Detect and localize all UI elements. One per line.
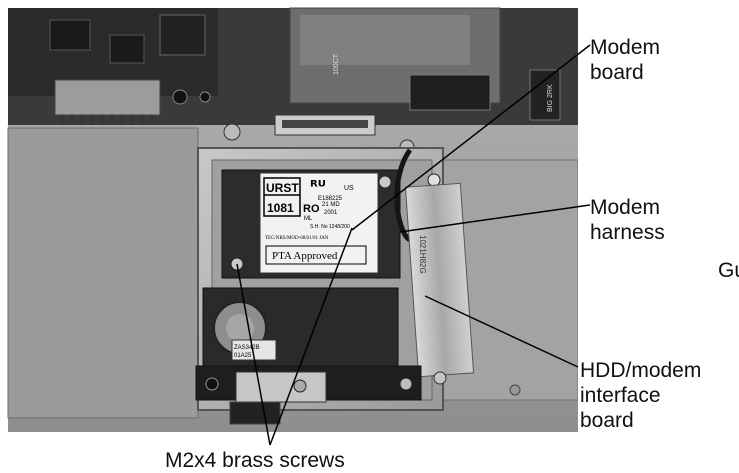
us-text: US (344, 185, 354, 192)
year-text: 2001 (324, 210, 338, 216)
chip-right (529, 69, 561, 121)
harness-connector (427, 173, 441, 187)
connector-block (409, 74, 491, 111)
ribbon-connector-slot (282, 120, 368, 128)
cut-off-text: Gu (718, 259, 739, 282)
modem-label-sticker (259, 172, 379, 274)
leader-modem-board (351, 44, 591, 231)
hdd-screw-bottom (433, 371, 447, 385)
leader-screw-left (236, 263, 271, 446)
ram-label (300, 15, 470, 65)
bottom-bracket-plate (235, 371, 327, 403)
board-hole-1 (172, 89, 188, 105)
tray-screw (509, 384, 521, 396)
interface-board-code: 1021H82G (418, 235, 427, 274)
bracket-hole (205, 377, 219, 391)
leader-hdd-interface (424, 295, 579, 368)
urst-box (263, 177, 301, 217)
ic-chip-1 (49, 19, 91, 51)
pin-header (54, 79, 161, 116)
cert-text: E188225 (318, 196, 343, 202)
leader-modem-harness (399, 204, 591, 233)
telecom-text: TEC/NRS/MOD-08/01/01 JAN (265, 236, 329, 241)
md-text: 21 MD (322, 202, 340, 208)
ic-chip-3 (159, 14, 206, 56)
callout-modem-harness: Modem harness (590, 196, 665, 244)
callout-modem-board: Modem board (590, 36, 661, 84)
chip-code-2: BIG 2RK (547, 84, 554, 112)
bracket-screw (293, 379, 307, 393)
urst-text: URST (266, 181, 299, 195)
callout-hdd-interface-board: HDD/modem interface board (580, 359, 702, 432)
pta-approved: PTA Approved (272, 250, 338, 262)
speaker-code-2: 01A25 (234, 353, 252, 359)
left-panel (7, 127, 199, 419)
mounting-screw-top-left (223, 123, 241, 141)
ro-text: RO (303, 203, 320, 215)
code-1081: 1081 (267, 201, 294, 215)
sh-text: S.H. No 1248/200 (310, 224, 350, 230)
bracket-screw-right (399, 377, 413, 391)
callout-brass-screws: M2x4 brass screws (165, 449, 345, 472)
ic-chip-2 (109, 34, 145, 64)
photo-bottom-margin (0, 432, 578, 472)
ul-mark: ᴿᵁ (310, 177, 326, 196)
board-hole-2 (199, 91, 211, 103)
chip-code-1: 100CT (333, 53, 340, 75)
modem-screw-top (378, 175, 392, 189)
hdd-interface-board (404, 182, 475, 378)
ml-text: ML (304, 216, 313, 222)
photo-right-margin (578, 0, 739, 472)
approved-box (265, 245, 367, 265)
bottom-connector (229, 401, 281, 425)
leader-screw-right (269, 227, 353, 446)
speaker-code-1: ZAS342B (234, 345, 260, 351)
